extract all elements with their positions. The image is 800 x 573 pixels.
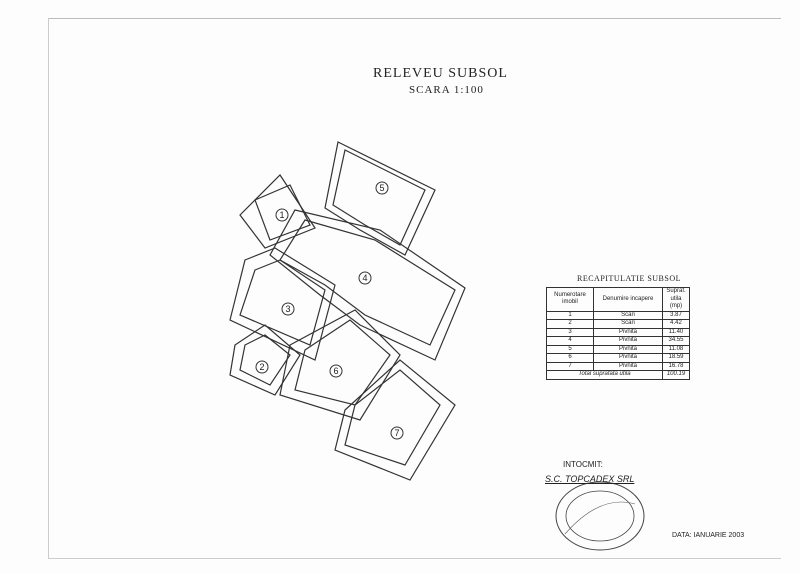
recap-table: Numerotare imobil Denumire incapere Supr… xyxy=(546,287,690,380)
room-2-marker xyxy=(255,360,269,374)
table-cell: 7 xyxy=(546,361,594,371)
author-company: S.C. TOPCADEX SRL xyxy=(545,474,635,484)
room-2-outline xyxy=(239,334,291,386)
sheet-border-bottom xyxy=(48,558,781,559)
table-cell: 11.08 xyxy=(662,344,690,354)
table-cell: Scari xyxy=(593,319,663,329)
official-stamp-icon xyxy=(555,481,645,551)
table-cell: Pivnita xyxy=(593,327,663,337)
table-cell: 5 xyxy=(546,344,594,354)
table-cell: 6 xyxy=(546,353,594,363)
room-5-label: 5 xyxy=(379,183,384,193)
total-value: 100.19 xyxy=(662,370,690,380)
room-4-outline xyxy=(279,219,456,346)
table-cell: 3 xyxy=(546,327,594,337)
drawing-date: DATA: IANUARIE 2003 xyxy=(672,532,745,539)
table-cell: Scari xyxy=(593,310,663,320)
room-6-label: 6 xyxy=(333,366,338,376)
sheet-border-left xyxy=(48,18,49,558)
table-cell: 1 xyxy=(546,310,594,320)
total-label: Total suprafata utila xyxy=(546,370,663,380)
room-6-outline xyxy=(294,319,391,406)
room-5-outline xyxy=(332,149,426,246)
table-cell: 2 xyxy=(546,319,594,329)
header-cell: Denumire incapere xyxy=(593,287,663,312)
table-cell: 4.42 xyxy=(662,319,690,329)
recap-header-row: Numerotare imobil Denumire incapere Supr… xyxy=(546,287,690,312)
room-7-outline xyxy=(344,369,441,466)
room-1-outline xyxy=(254,184,311,241)
table-cell: 18.59 xyxy=(662,353,690,363)
table-cell: 3.87 xyxy=(662,310,690,320)
table-cell: 34.55 xyxy=(662,336,690,346)
header-cell: Supraf. utila (mp) xyxy=(662,287,690,312)
table-cell: Pivnita xyxy=(593,353,663,363)
sheet-border-top xyxy=(48,18,781,19)
floor-plan: 1 2 3 4 5 6 7 xyxy=(229,141,466,481)
total-row: Total suprafata utila 100.19 xyxy=(546,370,690,380)
room-3-label: 3 xyxy=(285,304,290,314)
header-cell: Numerotare imobil xyxy=(546,287,594,312)
drawing-title: RELEVEU SUBSOL xyxy=(373,66,508,81)
drawing-scale: SCARA 1:100 xyxy=(409,84,484,96)
room-3-outline xyxy=(239,259,326,346)
table-cell: Pivnita xyxy=(593,344,663,354)
room-1-marker xyxy=(275,208,289,222)
table-cell: Pivnita xyxy=(593,361,663,371)
table-cell: 4 xyxy=(546,336,594,346)
author-label: INTOCMIT: xyxy=(563,460,603,469)
room-1-label: 1 xyxy=(279,210,284,220)
room-6-marker xyxy=(329,364,343,378)
room-5-marker xyxy=(375,181,389,195)
room-7-marker xyxy=(390,426,404,440)
room-3-marker xyxy=(281,302,295,316)
room-4-label: 4 xyxy=(362,273,367,283)
room-4-marker xyxy=(358,271,372,285)
room-2-label: 2 xyxy=(259,362,264,372)
table-cell: 11.40 xyxy=(662,327,690,337)
table-cell: Pivnita xyxy=(593,336,663,346)
table-cell: 16.78 xyxy=(662,361,690,371)
recap-title: RECAPITULATIE SUBSOL xyxy=(577,274,682,283)
room-7-label: 7 xyxy=(394,428,399,438)
